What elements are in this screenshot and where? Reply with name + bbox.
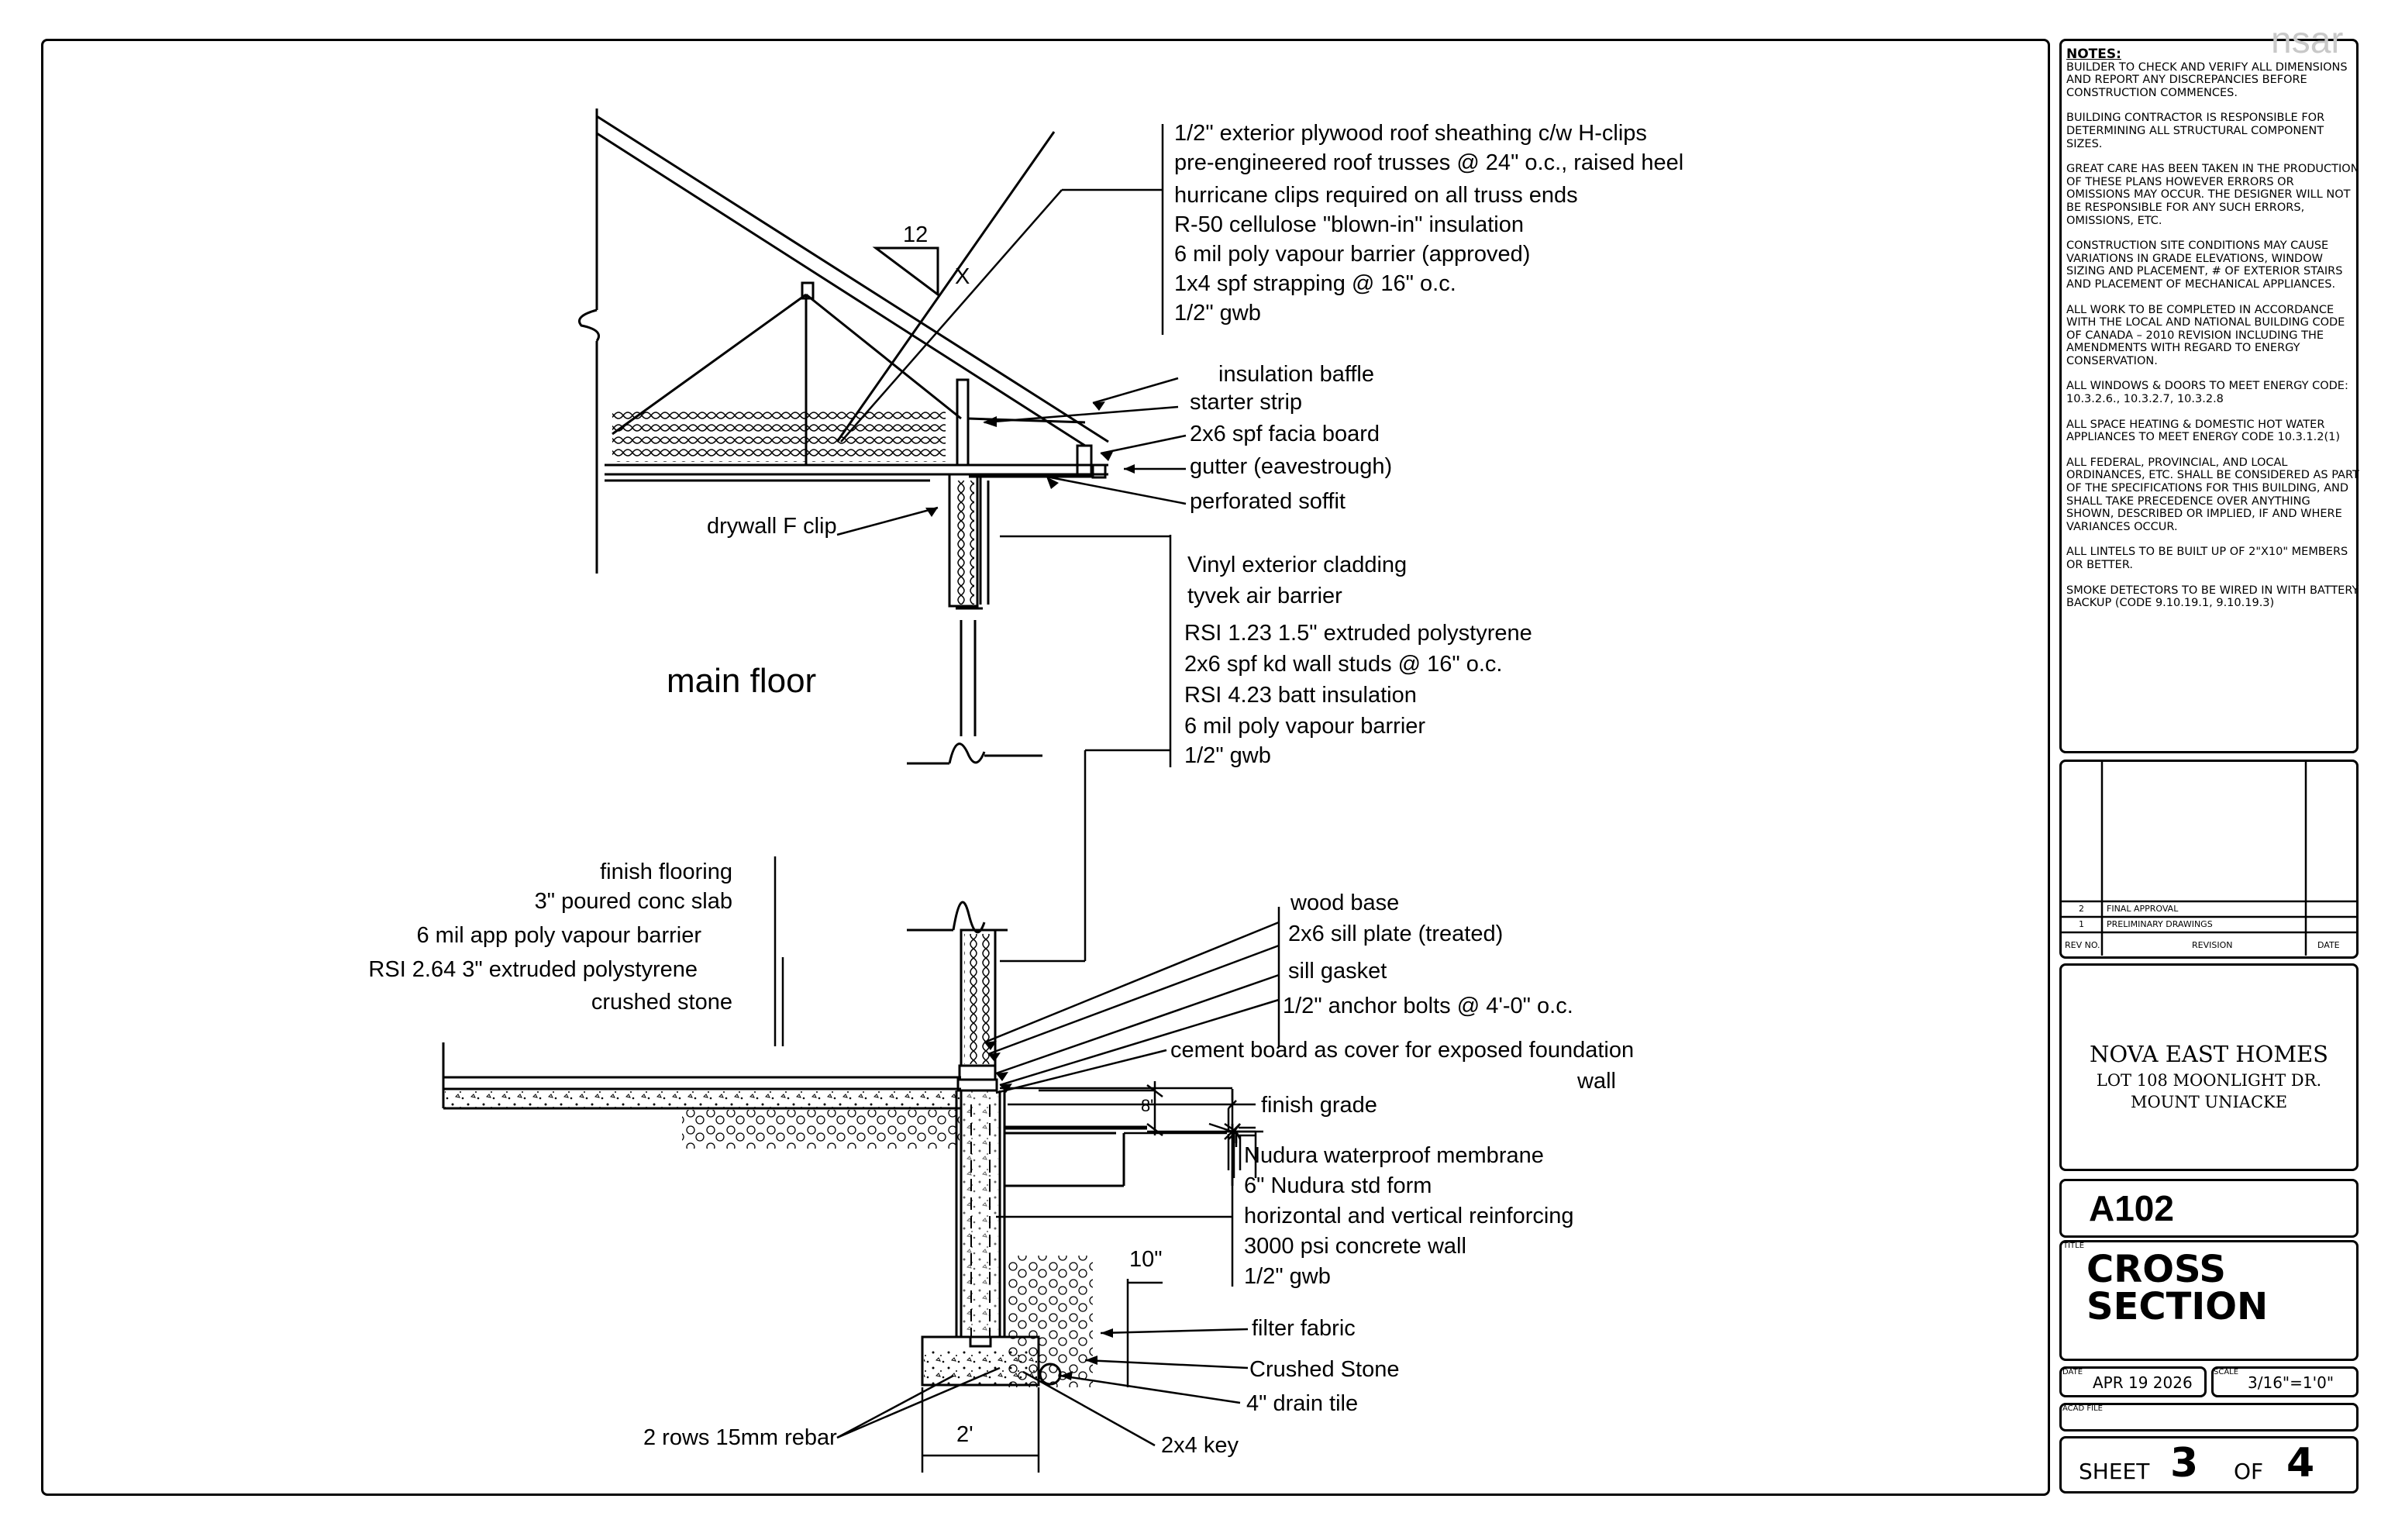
dimension-10in: 10" bbox=[1129, 1247, 1163, 1272]
scale-box bbox=[2211, 1366, 2359, 1397]
drawing-number-box bbox=[2059, 1179, 2359, 1238]
sill-label: sill gasket bbox=[1288, 959, 1387, 984]
wall-label: Vinyl exterior cladding bbox=[1187, 553, 1408, 577]
roof-label: 1/2" gwb bbox=[1174, 301, 1261, 326]
eave-label: 2x6 spf facia board bbox=[1190, 422, 1380, 446]
pitch-run: 12 bbox=[903, 222, 929, 247]
slab-label-list: finish flooring 3" poured conc slab 6 mi… bbox=[341, 859, 732, 1015]
eave-label: insulation baffle bbox=[1218, 362, 1375, 387]
wall-label: RSI 1.23 1.5" extruded polystyrene bbox=[1184, 621, 1532, 646]
notes-heading: NOTES: bbox=[2066, 47, 2121, 62]
slab-label: 6 mil app poly vapour barrier bbox=[416, 923, 701, 948]
wall-label: RSI 4.23 batt insulation bbox=[1184, 683, 1417, 708]
foundation-label: 6" Nudura std form bbox=[1244, 1173, 1432, 1198]
wall-label: 2x6 spf kd wall studs @ 16" o.c. bbox=[1184, 652, 1503, 677]
company-address-line1: LOT 108 MOONLIGHT DR. bbox=[2096, 1071, 2322, 1090]
revision-header-date: DATE bbox=[2317, 940, 2340, 950]
sill-label: 1/2" anchor bolts @ 4'-0" o.c. bbox=[1283, 994, 1573, 1018]
roof-label: pre-engineered roof trusses @ 24" o.c., … bbox=[1174, 150, 1684, 175]
roof-label: 6 mil poly vapour barrier (approved) bbox=[1174, 242, 1531, 267]
revision-header-desc: REVISION bbox=[2192, 940, 2233, 950]
acad-file-box bbox=[2059, 1403, 2359, 1431]
sill-label: wood base bbox=[1290, 891, 1400, 915]
revision-no: 2 bbox=[2079, 904, 2084, 914]
company-block: NOVA EAST HOMES LOT 108 MOONLIGHT DR. MO… bbox=[2062, 1039, 2356, 1113]
revision-no: 1 bbox=[2079, 919, 2084, 929]
cement-board-label: cement board as cover for exposed founda… bbox=[1170, 1038, 1635, 1063]
pitch-rise: X bbox=[955, 264, 970, 289]
footing-label: 4" drain tile bbox=[1246, 1391, 1359, 1416]
wall-label: 1/2" gwb bbox=[1184, 743, 1271, 768]
drawing-number: A102 bbox=[2089, 1188, 2174, 1228]
sheet-number: 3 bbox=[2170, 1440, 2199, 1487]
company-name: NOVA EAST HOMES bbox=[2089, 1041, 2329, 1067]
wall-label: 6 mil poly vapour barrier bbox=[1184, 714, 1426, 739]
foundation-label: 1/2" gwb bbox=[1244, 1264, 1331, 1289]
eave-label: starter strip bbox=[1190, 390, 1303, 415]
footing-label: Crushed Stone bbox=[1249, 1357, 1400, 1382]
notes-panel: NOTES: Builder to check and verify all d… bbox=[2066, 48, 2361, 622]
cement-board-label-wall: wall bbox=[1577, 1069, 1616, 1094]
date-value: APR 19 2026 bbox=[2093, 1373, 2193, 1392]
note-item: All federal, provincial, and local ordin… bbox=[2066, 456, 2359, 533]
dimension-8in: 8" bbox=[1141, 1096, 1157, 1115]
roof-label: 1x4 spf strapping @ 16" o.c. bbox=[1174, 271, 1456, 296]
company-box bbox=[2059, 963, 2359, 1171]
sheet-label: SHEET bbox=[2079, 1459, 2150, 1484]
revision-header-no: REV NO. bbox=[2065, 940, 2100, 950]
sheet-box bbox=[2059, 1436, 2359, 1493]
sheet-of-label: OF bbox=[2234, 1459, 2264, 1484]
revision-desc: PRELIMINARY DRAWINGS bbox=[2107, 919, 2213, 929]
drawing-frame bbox=[41, 39, 2050, 1496]
scale-caption: SCALE bbox=[2214, 1368, 2239, 1376]
acad-file-caption: ACAD FILE bbox=[2062, 1404, 2103, 1413]
company-address-line2: MOUNT UNIACKE bbox=[2130, 1093, 2288, 1111]
main-floor-label: main floor bbox=[667, 662, 817, 700]
note-item: All work to be completed in accordance w… bbox=[2066, 303, 2345, 367]
title-caption: TITLE bbox=[2063, 1242, 2085, 1250]
note-item: All lintels to be built up of 2"x10" mem… bbox=[2066, 546, 2348, 571]
sheet-total: 4 bbox=[2286, 1440, 2315, 1487]
revision-desc: FINAL APPROVAL bbox=[2107, 904, 2179, 914]
note-item: Construction site conditions may cause v… bbox=[2066, 239, 2343, 291]
note-item: All space heating & domestic hot water a… bbox=[2066, 418, 2340, 444]
title-box bbox=[2059, 1240, 2359, 1361]
foundation-label-list: Nudura waterproof membrane 6" Nudura std… bbox=[1244, 1142, 1574, 1290]
eave-label: gutter (eavestrough) bbox=[1190, 454, 1393, 479]
date-box bbox=[2059, 1366, 2207, 1397]
slab-label: RSI 2.64 3" extruded polystyrene bbox=[368, 957, 698, 982]
note-item: Builder to check and verify all dimensio… bbox=[2066, 60, 2348, 99]
slab-label: 3" poured conc slab bbox=[534, 889, 732, 914]
note-item: Smoke detectors to be wired in with batt… bbox=[2066, 584, 2359, 610]
watermark-logo: nsar bbox=[2271, 20, 2343, 61]
note-item: All windows & doors to meet energy code:… bbox=[2066, 380, 2348, 406]
note-item: Building contractor is responsible for d… bbox=[2066, 112, 2325, 150]
finish-grade-label: finish grade bbox=[1261, 1093, 1377, 1118]
date-caption: DATE bbox=[2062, 1368, 2083, 1376]
scale-value: 3/16"=1'0" bbox=[2248, 1373, 2334, 1392]
sill-label: 2x6 sill plate (treated) bbox=[1288, 922, 1504, 946]
roof-label: hurricane clips required on all truss en… bbox=[1174, 183, 1578, 208]
roof-label-list: 1/2" exterior plywood roof sheathing c/w… bbox=[1174, 120, 1683, 326]
key-label: 2x4 key bbox=[1161, 1433, 1239, 1458]
rebar-label: 2 rows 15mm rebar bbox=[643, 1425, 837, 1450]
wall-label: tyvek air barrier bbox=[1187, 584, 1342, 608]
title-line1: CROSS bbox=[2086, 1248, 2226, 1291]
notes-box bbox=[2059, 39, 2359, 753]
title-line2: SECTION bbox=[2086, 1285, 2269, 1328]
dimension-2ft: 2' bbox=[956, 1422, 973, 1447]
slab-label: finish flooring bbox=[600, 860, 732, 884]
note-item: Great care has been taken in the product… bbox=[2066, 163, 2359, 227]
roof-label: R-50 cellulose "blown-in" insulation bbox=[1174, 212, 1524, 237]
foundation-label: horizontal and vertical reinforcing bbox=[1244, 1204, 1574, 1228]
footing-label: filter fabric bbox=[1252, 1316, 1356, 1341]
foundation-label: Nudura waterproof membrane bbox=[1244, 1143, 1544, 1168]
roof-label: 1/2" exterior plywood roof sheathing c/w… bbox=[1174, 121, 1647, 146]
eave-label: perforated soffit bbox=[1190, 489, 1346, 514]
slab-label: crushed stone bbox=[591, 990, 732, 1015]
drywall-clip-label: drywall F clip bbox=[707, 514, 837, 539]
revision-box bbox=[2059, 760, 2359, 959]
foundation-label: 3000 psi concrete wall bbox=[1244, 1234, 1466, 1259]
